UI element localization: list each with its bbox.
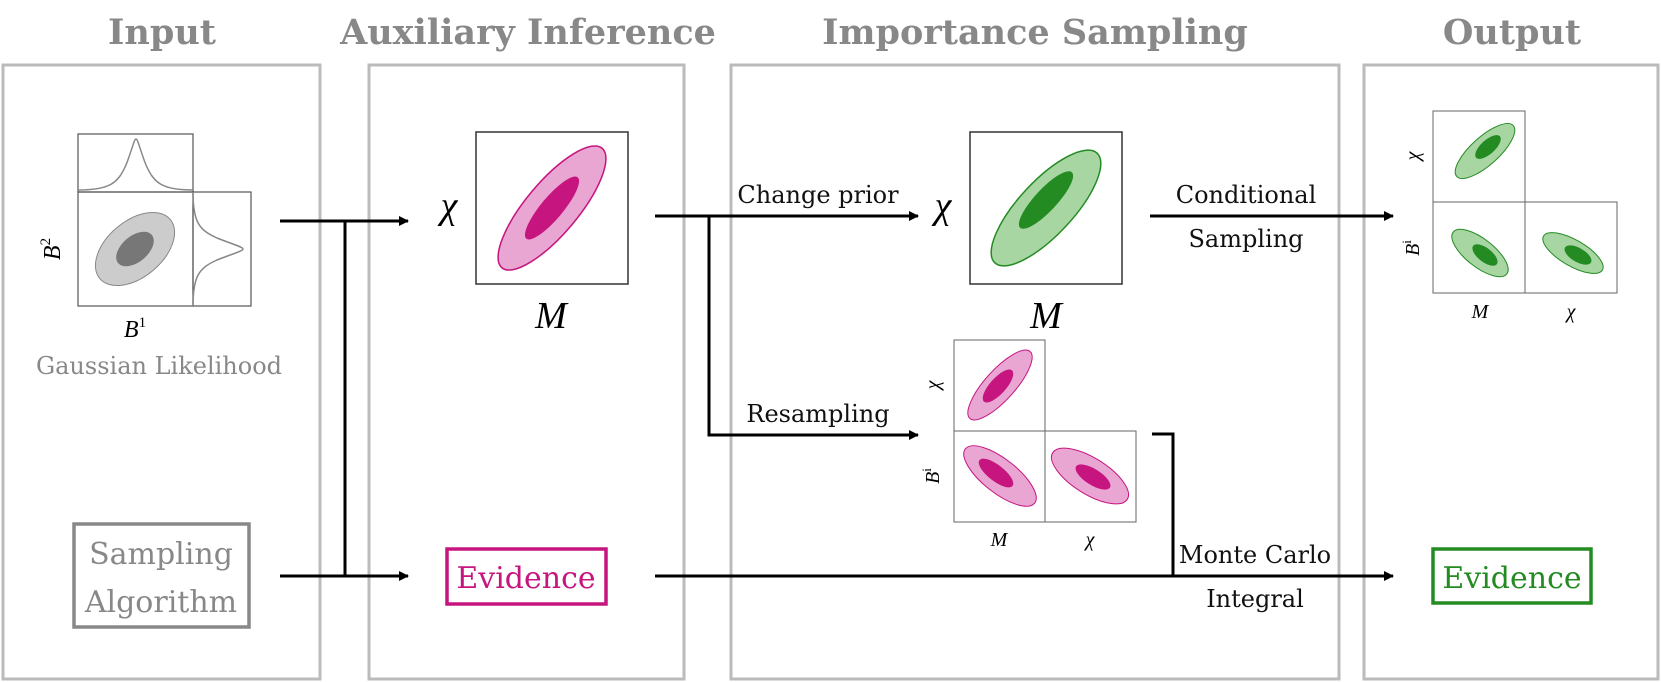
- resampled-axis-chi-vertical: χ: [922, 379, 944, 391]
- output-axis-bi: Bi: [1399, 240, 1424, 256]
- marginal-curve-top: [77, 138, 194, 191]
- reweighted-posterior-plot: M χ: [931, 131, 1123, 337]
- resampled-axis-m: M: [990, 529, 1009, 551]
- gaussian-inner-contour: [116, 231, 154, 267]
- output-evidence-label: Evidence: [1442, 561, 1581, 596]
- output-contour-inner-2: [1472, 244, 1498, 266]
- sampling-algorithm-box: [72, 522, 251, 629]
- resampling-label: Resampling: [746, 400, 889, 428]
- auxiliary-posterior-plot: M χ: [437, 131, 629, 337]
- connector-resampled-to-monte-carlo: [1152, 432, 1175, 576]
- auxiliary-posterior-inner: [524, 176, 580, 240]
- output-axis-chi-vertical: χ: [1402, 150, 1424, 162]
- panel-input: [1, 63, 322, 681]
- resampled-contour-inner-3: [1075, 464, 1111, 490]
- panel-auxiliary-inference: [367, 63, 686, 681]
- marginal-box-top: [77, 133, 194, 193]
- column-title-output: Output: [1443, 12, 1581, 53]
- resampled-cell-bi-chi: [1044, 430, 1137, 523]
- panel-importance-sampling: [729, 63, 1341, 681]
- auxiliary-axis-chi: χ: [437, 185, 459, 227]
- output-contour-inner-3: [1564, 245, 1592, 265]
- monte-carlo-label-line1: Monte Carlo: [1179, 541, 1331, 569]
- axis-label-b2: B2: [38, 238, 66, 260]
- sampling-algorithm-line2: Algorithm: [84, 585, 237, 620]
- sampling-algorithm-line1: Sampling: [89, 537, 233, 572]
- reweighted-axis-chi: χ: [931, 185, 953, 227]
- monte-carlo-label-line2: Integral: [1206, 585, 1304, 613]
- resampled-axis-chi: χ: [1084, 529, 1096, 551]
- auxiliary-axis-m: M: [534, 295, 569, 337]
- column-title-auxiliary-inference: Auxiliary Inference: [339, 12, 716, 53]
- marginal-curve-right: [192, 191, 244, 307]
- reweighted-plot-frame: [969, 131, 1123, 285]
- output-evidence-box: [1431, 547, 1593, 605]
- column-title-importance-sampling: Importance Sampling: [822, 12, 1248, 53]
- output-corner-plot: M χ χ Bi: [1399, 110, 1618, 323]
- gaussian-likelihood-plot: B1 B2: [38, 133, 252, 343]
- conditional-label-line1: Conditional: [1176, 181, 1317, 209]
- resampled-corner-plot: M χ χ Bi: [919, 339, 1137, 551]
- marginal-box-right: [192, 191, 252, 307]
- auxiliary-evidence-label: Evidence: [456, 561, 595, 596]
- output-contour-inner-1: [1475, 135, 1501, 159]
- reweighted-posterior-inner: [1018, 171, 1074, 229]
- axis-label-b1: B1: [124, 315, 146, 343]
- resampled-contour-inner-2: [978, 458, 1014, 488]
- auxiliary-plot-frame: [475, 131, 629, 285]
- gaussian-likelihood-label: Gaussian Likelihood: [36, 352, 282, 380]
- arrow-resampling: [707, 216, 919, 440]
- auxiliary-evidence-box: [445, 547, 608, 606]
- reweighted-axis-m: M: [1029, 295, 1064, 337]
- output-cell-bi-chi: [1524, 201, 1618, 294]
- resampled-axis-bi: Bi: [919, 468, 944, 484]
- column-title-input: Input: [108, 12, 216, 53]
- output-axis-chi: χ: [1565, 301, 1577, 323]
- output-axis-m: M: [1471, 301, 1490, 323]
- conditional-label-line2: Sampling: [1188, 225, 1303, 253]
- resampled-contour-inner-1: [982, 369, 1014, 403]
- panel-output: [1362, 63, 1660, 681]
- change-prior-label: Change prior: [737, 181, 899, 209]
